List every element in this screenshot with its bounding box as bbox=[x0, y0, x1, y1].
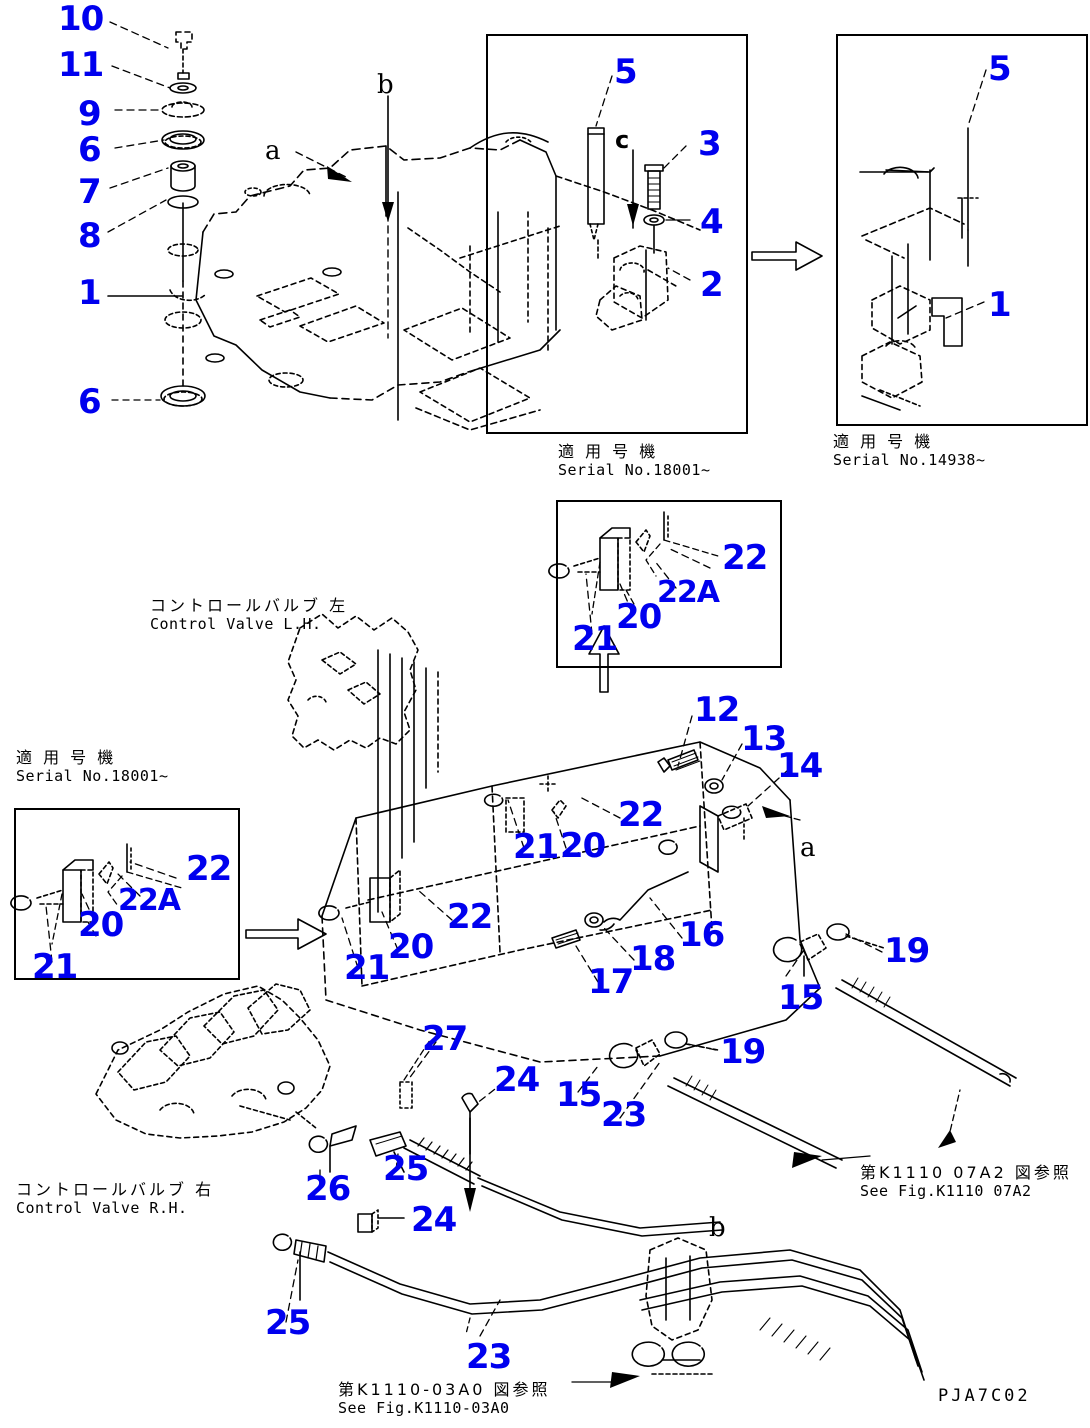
callout-number: 2 bbox=[700, 265, 724, 305]
serial-note-top-right-en: Serial No.14938~ bbox=[833, 451, 986, 469]
callout-number: 21 bbox=[32, 947, 78, 987]
serial-note-top-right-jp: 適 用 号 機 bbox=[833, 432, 934, 451]
see-fig-reference-right-en: See Fig.K1110 07A2 bbox=[860, 1182, 1032, 1200]
callout-number: 1 bbox=[78, 273, 102, 313]
see-fig-reference-bottom-jp: 第K1110-03A0 図参照 bbox=[338, 1380, 551, 1399]
callout-number: 23 bbox=[466, 1337, 512, 1377]
callout-number: 13 bbox=[741, 719, 787, 759]
callout-number: 10 bbox=[58, 0, 104, 39]
callout-number: 22 bbox=[186, 849, 232, 889]
callout-number: 22 bbox=[618, 795, 664, 835]
callout-number: 22A bbox=[118, 883, 181, 918]
section-letter: b bbox=[709, 1213, 726, 1243]
callout-number: 7 bbox=[78, 172, 102, 212]
callout-number: 17 bbox=[588, 962, 634, 1002]
callout-number: 19 bbox=[884, 931, 930, 971]
section-letter: c bbox=[615, 126, 630, 154]
section-letter: a bbox=[265, 136, 281, 166]
callout-number: 1 bbox=[988, 285, 1012, 325]
serial-note-left-inset-en: Serial No.18001~ bbox=[16, 767, 169, 785]
control-valve-rh-label-jp: コントロールバルブ 右 bbox=[16, 1180, 215, 1199]
callout-number: 26 bbox=[305, 1169, 351, 1209]
callout-number: 27 bbox=[422, 1019, 468, 1059]
callout-number: 20 bbox=[560, 826, 606, 866]
control-valve-lh-label-jp: コントロールバルブ 左 bbox=[150, 596, 349, 615]
callout-number: 18 bbox=[630, 939, 676, 979]
callout-number: 15 bbox=[556, 1075, 602, 1115]
callout-number: 5 bbox=[614, 52, 638, 92]
callout-number: 25 bbox=[383, 1149, 429, 1189]
callout-number: 6 bbox=[78, 382, 102, 422]
frame-top-center bbox=[486, 34, 748, 434]
callout-number: 22 bbox=[722, 538, 768, 578]
callout-number: 11 bbox=[58, 45, 104, 85]
callout-number: 14 bbox=[777, 746, 823, 786]
callout-number: 8 bbox=[78, 216, 102, 256]
callout-number: 24 bbox=[494, 1060, 540, 1100]
section-letter: a bbox=[800, 833, 816, 863]
callout-number: 6 bbox=[78, 130, 102, 170]
callout-number: 21 bbox=[572, 619, 618, 659]
callout-number: 16 bbox=[679, 915, 725, 955]
see-fig-reference-right-jp: 第K1110 07A2 図参照 bbox=[860, 1163, 1072, 1182]
callout-number: 15 bbox=[778, 978, 824, 1018]
serial-note-top-inset-jp: 適 用 号 機 bbox=[558, 442, 659, 461]
callout-number: 21 bbox=[344, 948, 390, 988]
section-letter: b bbox=[377, 70, 394, 100]
callout-number: 25 bbox=[265, 1303, 311, 1343]
control-valve-lh-label-en: Control Valve L.H. bbox=[150, 615, 322, 633]
callout-number: 4 bbox=[700, 202, 724, 242]
callout-number: 22A bbox=[657, 575, 720, 610]
callout-number: 3 bbox=[698, 124, 722, 164]
callout-number: 20 bbox=[388, 927, 434, 967]
frame-inset-upper bbox=[556, 500, 782, 668]
callout-number: 20 bbox=[616, 597, 662, 637]
callout-number: 5 bbox=[988, 49, 1012, 89]
frame-top-right bbox=[836, 34, 1088, 426]
callout-number: 24 bbox=[411, 1200, 457, 1240]
callout-number: 22 bbox=[447, 897, 493, 937]
diagram-code: PJA7C02 bbox=[938, 1386, 1031, 1406]
callout-number: 9 bbox=[78, 94, 102, 134]
see-fig-reference-bottom-en: See Fig.K1110-03A0 bbox=[338, 1399, 510, 1417]
callout-number: 23 bbox=[601, 1095, 647, 1135]
callout-number: 20 bbox=[78, 905, 124, 945]
frame-inset-left bbox=[14, 808, 240, 980]
callout-number: 19 bbox=[720, 1032, 766, 1072]
serial-note-top-inset-en: Serial No.18001~ bbox=[558, 461, 711, 479]
callout-number: 21 bbox=[513, 827, 559, 867]
callout-number: 12 bbox=[694, 690, 740, 730]
control-valve-rh-label-en: Control Valve R.H. bbox=[16, 1199, 188, 1217]
serial-note-left-inset-jp: 適 用 号 機 bbox=[16, 748, 117, 767]
